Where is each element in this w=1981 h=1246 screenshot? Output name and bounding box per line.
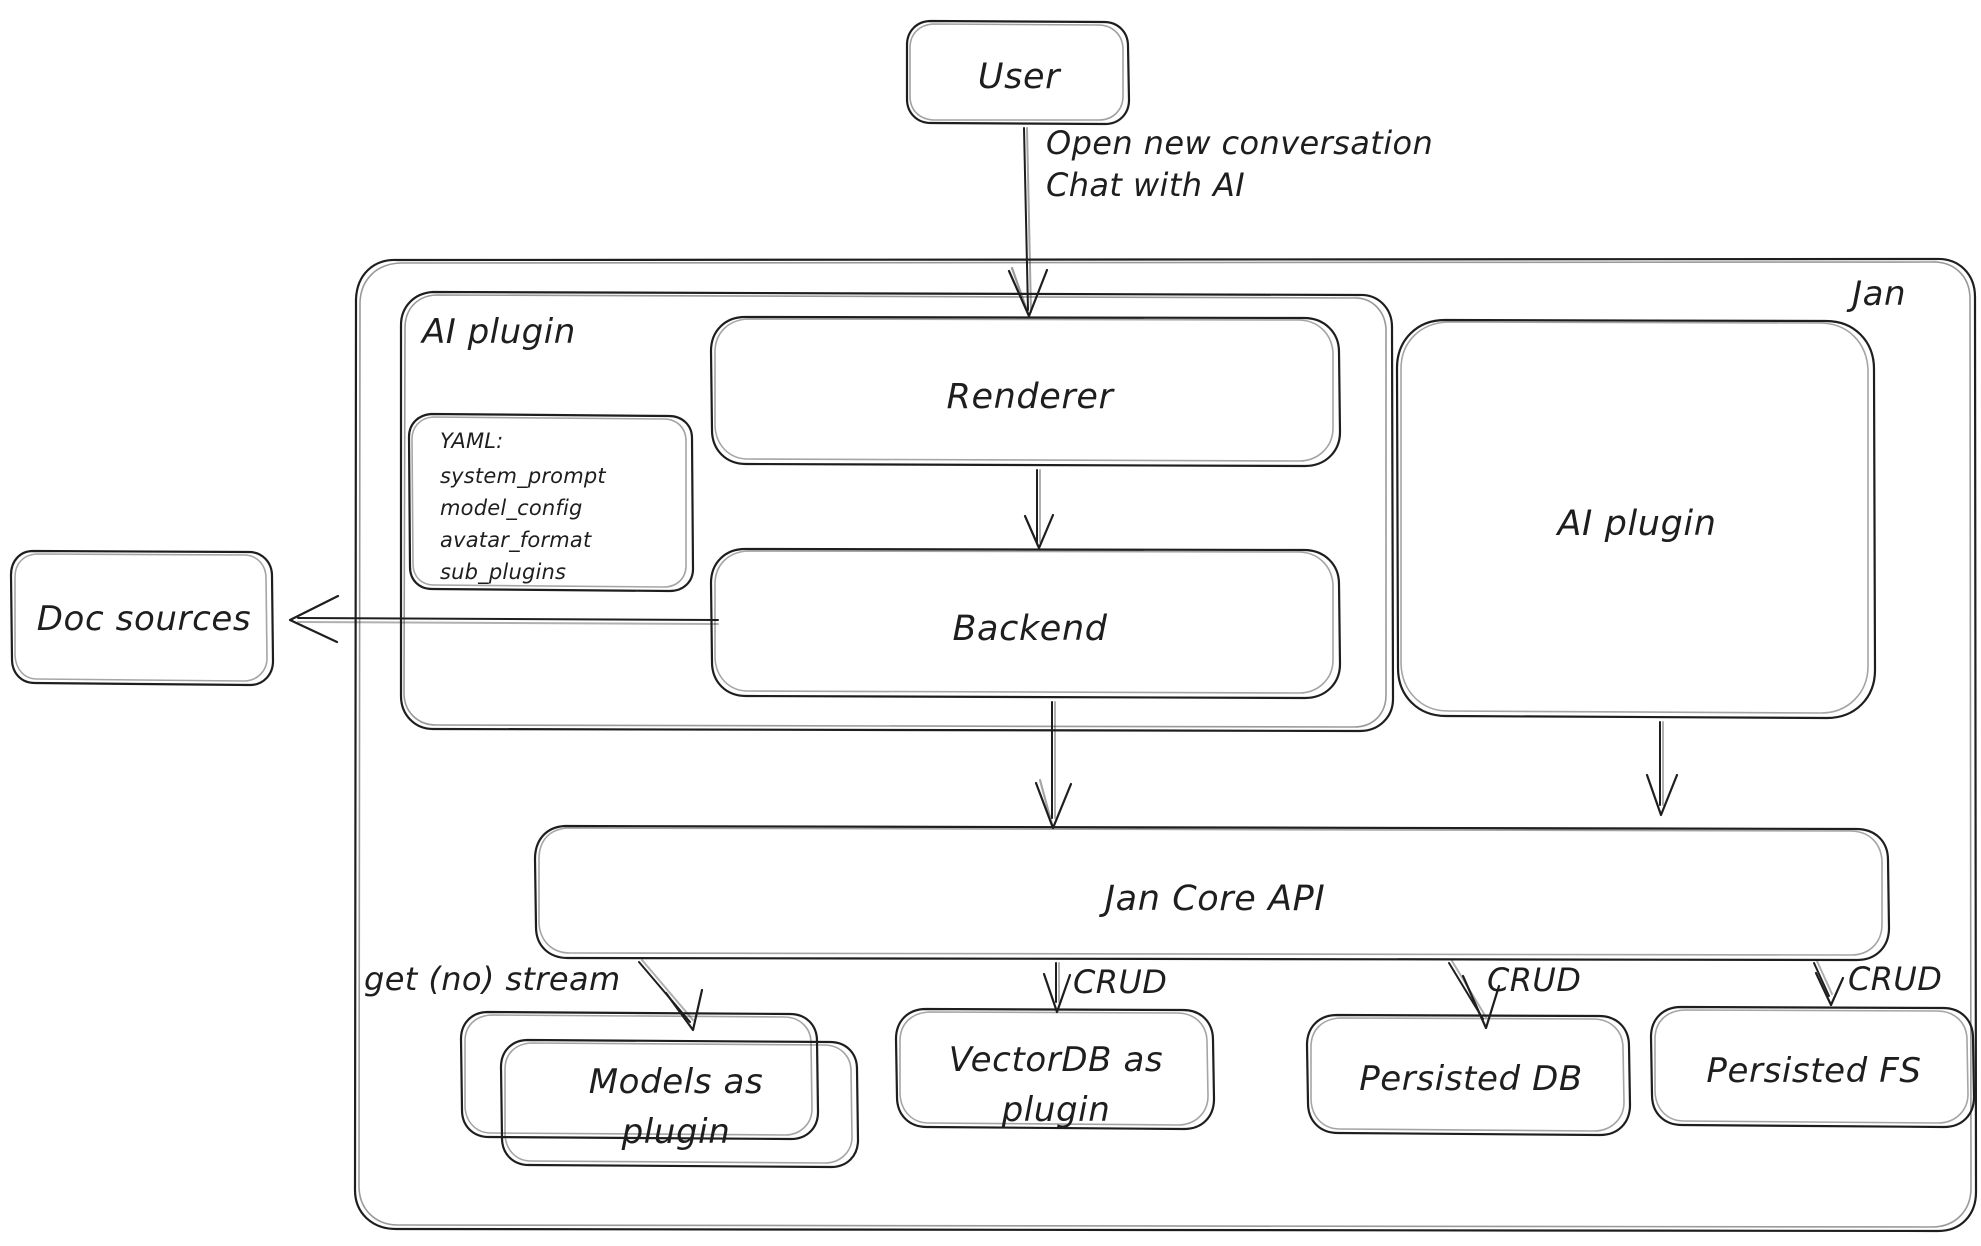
edge-label-get-no-stream: get (no) stream bbox=[364, 960, 621, 998]
node-backend-label: Backend bbox=[952, 609, 1107, 649]
edge-backend-to-core-api bbox=[1034, 701, 1073, 830]
yaml-key-model-config: model_config bbox=[440, 496, 583, 521]
node-models-as-plugin-label-line1: Models as bbox=[589, 1062, 764, 1102]
node-persisted-db-label: Persisted DB bbox=[1359, 1059, 1583, 1099]
node-persisted-fs[interactable]: Persisted FS bbox=[1649, 1005, 1976, 1129]
edge-core-api-to-models: get (no) stream bbox=[364, 959, 704, 1032]
edge-renderer-to-backend bbox=[1023, 469, 1055, 550]
yaml-key-avatar-format: avatar_format bbox=[440, 528, 592, 553]
edge-backend-to-doc-sources bbox=[288, 594, 719, 644]
edge-label-crud-vectordb: CRUD bbox=[1073, 963, 1167, 1001]
node-doc-sources[interactable]: Doc sources bbox=[9, 549, 275, 687]
node-persisted-fs-label: Persisted FS bbox=[1706, 1051, 1921, 1091]
node-ai-plugin-right[interactable]: AI plugin bbox=[1395, 318, 1877, 720]
edge-label-crud-persisted-fs: CRUD bbox=[1848, 960, 1942, 998]
node-jan-core-api[interactable]: Jan Core API bbox=[533, 824, 1891, 962]
node-jan-core-api-label: Jan Core API bbox=[1099, 879, 1326, 919]
yaml-key-sub-plugins: sub_plugins bbox=[440, 560, 566, 585]
node-ai-plugin-right-label: AI plugin bbox=[1555, 504, 1716, 544]
node-models-as-plugin-label-line2: plugin bbox=[621, 1112, 731, 1152]
edge-label-crud-persisted-db: CRUD bbox=[1487, 961, 1581, 999]
ai-plugin-group-label: AI plugin bbox=[420, 312, 576, 352]
node-renderer[interactable]: Renderer bbox=[709, 315, 1342, 468]
node-user-label: User bbox=[978, 57, 1062, 97]
node-vectordb-label-line1: VectorDB as bbox=[949, 1040, 1163, 1080]
yaml-key-system-prompt: system_prompt bbox=[440, 464, 606, 489]
edge-ai-plugin-to-core-api bbox=[1645, 721, 1679, 817]
node-vectordb-as-plugin[interactable]: VectorDB as plugin bbox=[894, 1007, 1216, 1131]
jan-container[interactable] bbox=[353, 257, 1978, 1233]
node-doc-sources-label: Doc sources bbox=[37, 599, 251, 639]
edge-label-open-new-conversation: Open new conversation bbox=[1046, 124, 1433, 162]
edge-core-api-to-persisted-fs: CRUD bbox=[1813, 960, 1942, 1007]
node-backend[interactable]: Backend bbox=[709, 547, 1342, 700]
node-user[interactable]: User bbox=[905, 19, 1131, 126]
node-persisted-db[interactable]: Persisted DB bbox=[1305, 1013, 1632, 1137]
ai-plugin-group-container[interactable] bbox=[399, 290, 1395, 733]
node-vectordb-label-line2: plugin bbox=[1001, 1090, 1111, 1130]
jan-container-label: Jan bbox=[1846, 274, 1906, 314]
node-renderer-label: Renderer bbox=[947, 377, 1116, 417]
edge-core-api-to-vectordb: CRUD bbox=[1042, 962, 1167, 1014]
edge-user-to-renderer: Open new conversation Chat with AI bbox=[1007, 124, 1433, 318]
node-models-as-plugin[interactable]: Models as plugin bbox=[459, 1010, 860, 1169]
edge-label-chat-with-ai: Chat with AI bbox=[1046, 166, 1245, 204]
edge-core-api-to-persisted-db: CRUD bbox=[1448, 960, 1581, 1030]
yaml-heading: YAML: bbox=[440, 429, 503, 453]
yaml-config-card[interactable]: YAML: system_prompt model_config avatar_… bbox=[407, 412, 695, 593]
